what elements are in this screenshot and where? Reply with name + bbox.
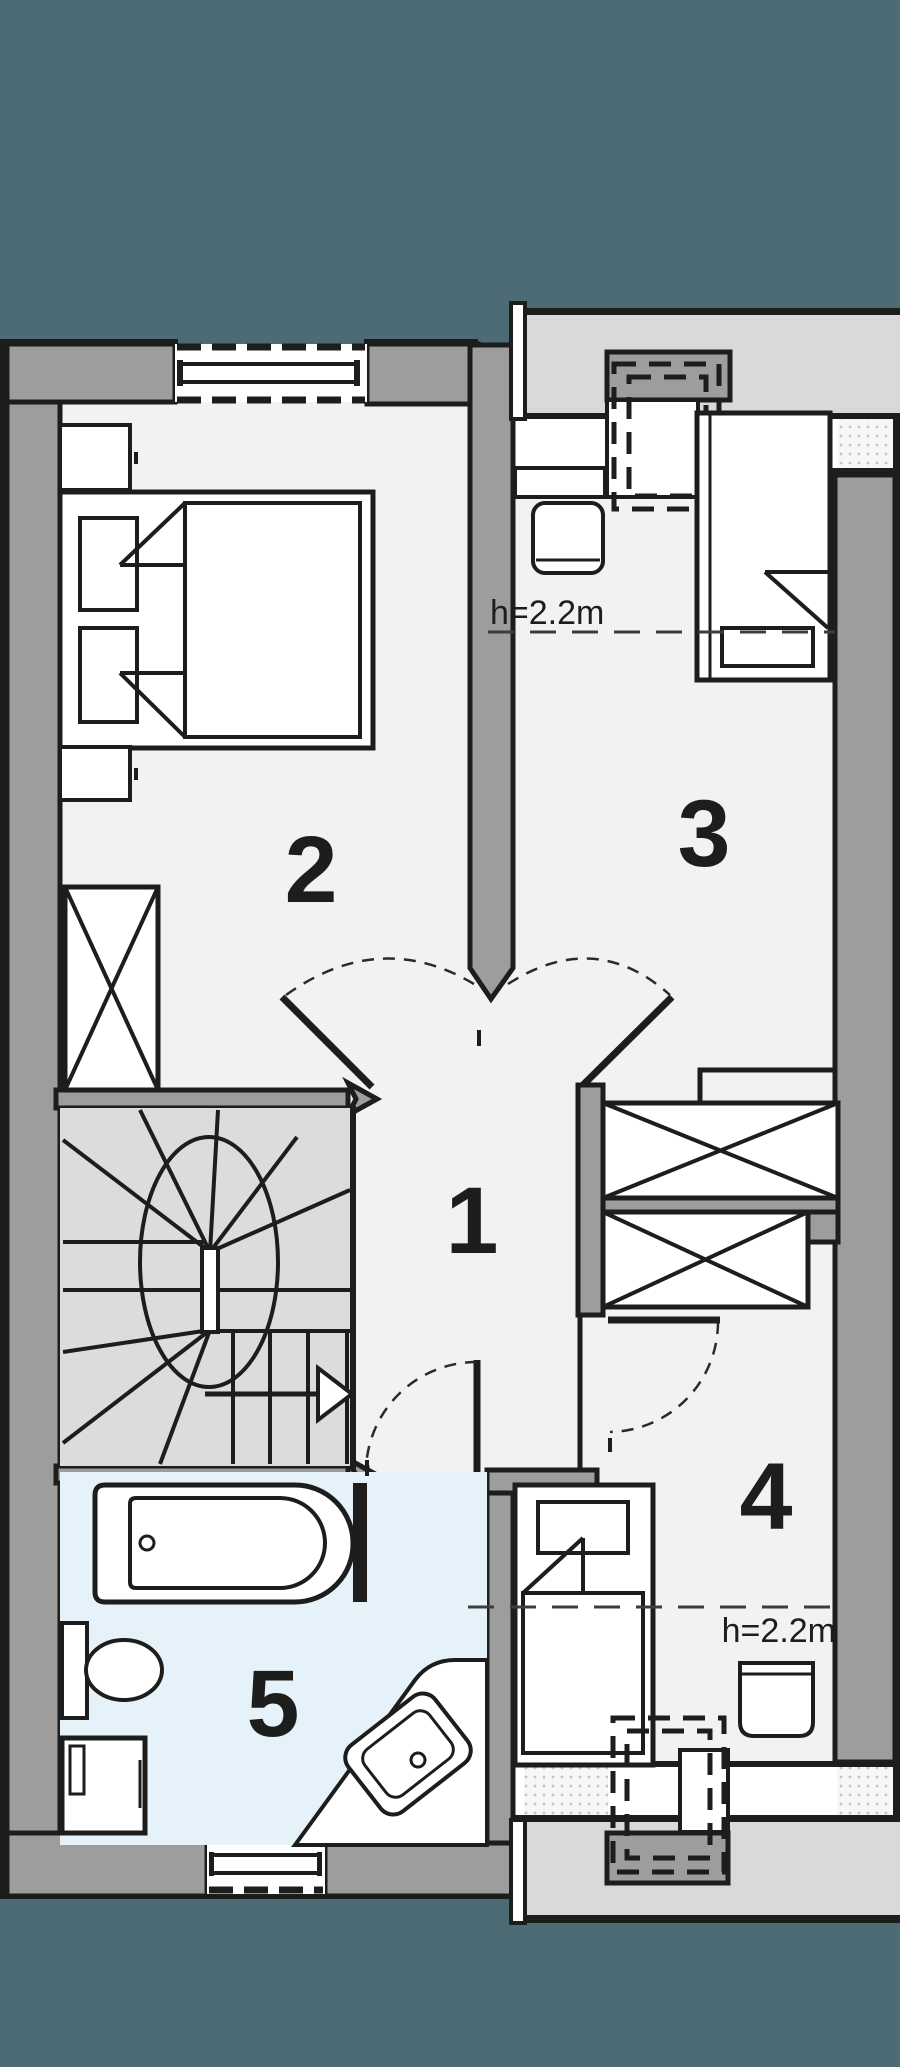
- door-swing-room2: [285, 957, 475, 997]
- desk: [513, 466, 607, 499]
- room-label-5: 5: [247, 1651, 300, 1757]
- wall-bottom-mid: [322, 1840, 516, 1899]
- cabinet: [58, 745, 132, 802]
- wardrobe-room2: [62, 884, 161, 1093]
- stair-newel: [200, 1246, 220, 1334]
- arrow-head-icon: [316, 1363, 356, 1425]
- blanket-fold: [763, 570, 830, 630]
- door-bathroom: [364, 1360, 481, 1476]
- desk: [678, 1748, 730, 1834]
- roof-window-top-icon: [838, 417, 893, 471]
- corner-sink: [291, 1658, 489, 1847]
- wardrobe-hall-lower: [600, 1209, 811, 1310]
- door-swing-room4: [609, 1321, 720, 1434]
- bathroom-fixtures: [59, 1482, 489, 1847]
- parapet-bottom: [509, 1818, 527, 1925]
- wall-hall-right: [575, 1082, 606, 1318]
- staircase: [60, 1108, 356, 1466]
- chair: [531, 501, 605, 575]
- bedroom2-furniture: [57, 423, 376, 802]
- room-label-1: 1: [446, 1168, 499, 1274]
- door-leaf-room3: [580, 994, 675, 1088]
- wall-right: [832, 472, 898, 1765]
- roof-window-bottom-right-icon: [837, 1767, 893, 1817]
- chimney-bottom: [604, 1715, 731, 1886]
- tub-nook-wall: [353, 1483, 367, 1602]
- nightstand: [738, 1661, 815, 1738]
- room-label-3: 3: [678, 781, 731, 887]
- wall-top-mid: [364, 341, 481, 407]
- door-room4: [577, 1315, 720, 1470]
- wall-top-left: [4, 341, 178, 405]
- drain-icon: [409, 1751, 427, 1769]
- duvet: [521, 1591, 645, 1755]
- door-swing-room3: [507, 957, 671, 996]
- blanket-fold: [521, 1536, 585, 1595]
- parapet-top: [509, 301, 527, 421]
- chimney-flue-dashed: [610, 1715, 727, 1875]
- single-bed-room4: [512, 1482, 656, 1768]
- door-swing-bathroom: [364, 1360, 478, 1469]
- drain-icon: [138, 1534, 156, 1552]
- walls: [4, 341, 898, 1899]
- sink-basin: [343, 1691, 473, 1817]
- wall-room3-room4-divider: [697, 1067, 835, 1103]
- chimney-flue-dashed: [626, 374, 709, 499]
- toilet: [60, 1621, 164, 1720]
- blanket-fold: [118, 501, 187, 567]
- blanket-fold: [118, 671, 187, 739]
- stair-walk-line: [138, 1135, 280, 1389]
- window-top: [175, 343, 367, 404]
- pillow: [720, 626, 815, 668]
- wall-room2-room3: [467, 342, 516, 1004]
- bedroom3-furniture: [513, 410, 833, 683]
- mattress: [183, 501, 362, 739]
- cistern: [60, 1621, 89, 1720]
- stair-right-wall: [350, 1106, 356, 1470]
- stair-tread-lines: [61, 1109, 351, 1465]
- room-label-4: 4: [740, 1444, 793, 1550]
- washing-machine: [59, 1735, 148, 1836]
- toilet-bowl: [84, 1638, 164, 1702]
- wall-bath-room4: [484, 1467, 516, 1846]
- bathtub: [92, 1482, 356, 1605]
- room-label-2: 2: [285, 817, 338, 923]
- doors-hall: [279, 957, 675, 1090]
- roof-window-bottom-left-icon: [524, 1767, 608, 1817]
- stair-direction-arrow: [205, 1363, 356, 1425]
- room-labels: 1 2 3 4 5: [247, 781, 793, 1757]
- chimney-flue-dashed: [624, 1728, 713, 1861]
- height-label-room4: h=2.2m: [722, 1612, 836, 1650]
- height-annotations: h=2.2m h=2.2m: [468, 594, 836, 1650]
- wall-left: [4, 341, 63, 1897]
- door-leaf-room2: [279, 994, 375, 1090]
- wardrobe-hall-upper: [600, 1100, 841, 1201]
- double-bed: [57, 489, 376, 751]
- single-bed-room3: [694, 410, 833, 683]
- wall-notch: [805, 1209, 841, 1245]
- chimney-top: [604, 349, 733, 512]
- height-label-room3: h=2.2m: [490, 594, 604, 632]
- cabinet: [58, 423, 132, 492]
